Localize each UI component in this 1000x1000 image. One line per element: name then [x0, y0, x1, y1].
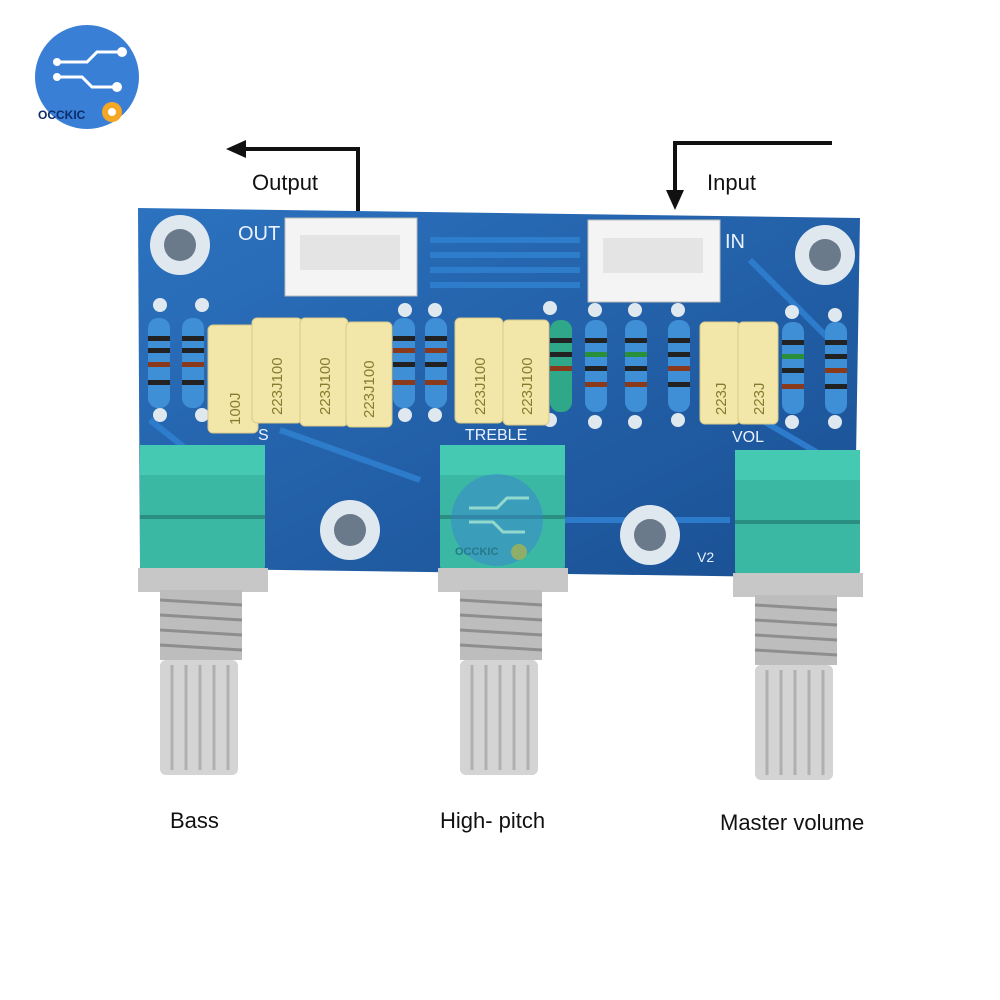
pcb-board: OUT IN S TREBLE VOL V2 100J 223J100 223J…: [138, 208, 860, 578]
watermark-circuit-icon: [451, 474, 543, 566]
watermark-brand-name: OCCKIC: [455, 546, 499, 558]
cap-code-8: 223J: [751, 382, 768, 415]
silkscreen-in: IN: [725, 231, 745, 253]
brand-name: OCCKIC: [38, 108, 86, 122]
output-connector: [284, 217, 418, 297]
input-arrow-icon: [666, 141, 832, 210]
silkscreen-treble: TREBLE: [465, 427, 527, 444]
master-volume-potentiometer[interactable]: [725, 445, 870, 790]
silkscreen-out: OUT: [238, 223, 280, 245]
cap-code-1: 100J: [227, 392, 244, 425]
master-volume-label: Master volume: [720, 810, 865, 835]
cap-code-4: 223J100: [361, 360, 378, 418]
bass-label: Bass: [170, 808, 219, 833]
bass-potentiometer[interactable]: [130, 440, 275, 785]
silkscreen-version: V2: [697, 549, 714, 565]
silkscreen-vol: VOL: [732, 429, 764, 446]
cap-code-6: 223J100: [519, 357, 536, 415]
cap-code-7: 223J: [713, 382, 730, 415]
cap-code-2: 223J100: [269, 357, 286, 415]
brand-logo: OCCKIC: [32, 22, 142, 132]
cap-code-3: 223J100: [317, 357, 334, 415]
high-pitch-label: High- pitch: [440, 808, 546, 833]
output-arrow-icon: [226, 140, 360, 230]
input-connector: [587, 219, 721, 303]
cap-code-5: 223J100: [472, 357, 489, 415]
input-label: Input: [707, 170, 756, 195]
resistors: [148, 318, 847, 414]
high-pitch-potentiometer[interactable]: [430, 440, 575, 785]
watermark-logo: OCCKIC: [447, 470, 547, 570]
output-label: Output: [252, 170, 319, 195]
capacitors: [207, 317, 779, 434]
silkscreen-bass: S: [258, 427, 269, 444]
circuit-logo-icon: [35, 25, 139, 129]
